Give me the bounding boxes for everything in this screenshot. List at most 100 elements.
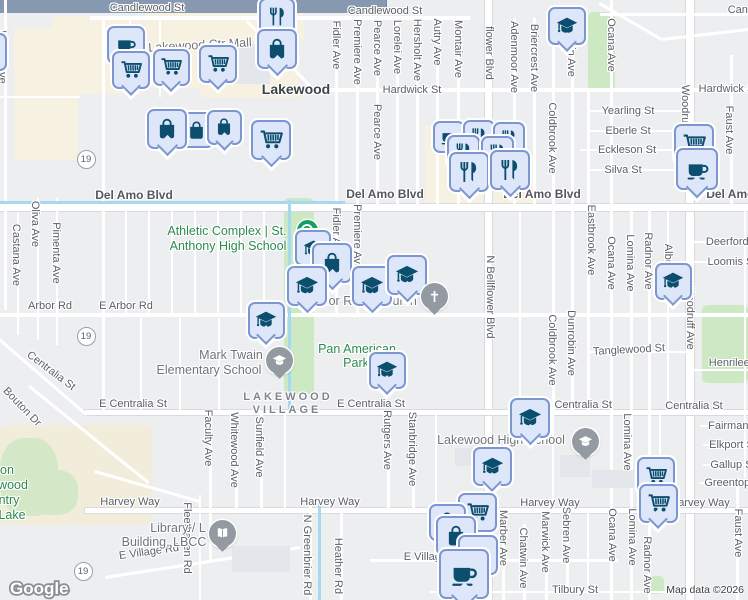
road-segment	[386, 412, 390, 512]
cup-icon	[448, 558, 480, 590]
cap-marker[interactable]	[247, 301, 285, 346]
cup-marker[interactable]	[439, 549, 489, 600]
cart-marker[interactable]	[638, 483, 678, 530]
road-segment	[308, 503, 312, 600]
building-footprint	[232, 546, 290, 572]
school-place-marker[interactable]	[265, 346, 293, 379]
place-label[interactable]: Lake	[0, 508, 26, 522]
place-label[interactable]: on	[0, 463, 14, 477]
road-segment	[3, 0, 7, 310]
place-label[interactable]: Library / L	[150, 521, 206, 535]
route-19-shield: 19	[76, 326, 96, 346]
street-label: Faust Ave	[723, 105, 735, 155]
road-segment	[609, 0, 613, 600]
street-label: Yearling St	[601, 105, 655, 117]
cart-icon	[646, 491, 671, 516]
road-segment	[16, 212, 20, 335]
road-segment	[375, 18, 379, 207]
cart-marker[interactable]	[199, 45, 237, 90]
place-label[interactable]: wood	[0, 478, 28, 492]
map-attribution: Map data ©2026	[666, 584, 744, 596]
place-label[interactable]: Anthony High School	[169, 239, 287, 253]
church-place-marker[interactable]	[420, 282, 448, 315]
bag-marker[interactable]	[257, 29, 297, 77]
cap-marker[interactable]	[387, 255, 427, 303]
road-segment	[586, 90, 590, 412]
place-label[interactable]: Lakewood	[261, 81, 331, 97]
google-logo[interactable]: Google	[6, 576, 86, 600]
road-segment	[703, 443, 748, 447]
cap-marker[interactable]	[352, 266, 392, 314]
place-label[interactable]: Elementary School	[156, 363, 262, 377]
cart-marker[interactable]	[112, 51, 150, 96]
place-label[interactable]: LAKEWOOD	[243, 391, 333, 403]
bag-marker[interactable]	[147, 109, 187, 157]
road-segment	[334, 18, 338, 315]
road-segment	[647, 207, 651, 600]
street-label: Elkport St	[709, 439, 748, 451]
cart-marker[interactable]	[251, 120, 291, 168]
road-segment	[147, 210, 151, 315]
street-label: Radnor Ave	[641, 536, 653, 594]
road-segment	[735, 478, 739, 600]
cap-marker[interactable]	[548, 7, 586, 52]
road-segment	[283, 412, 287, 512]
cap-marker[interactable]	[472, 446, 512, 493]
street-label: Dunrobin Ave	[565, 310, 577, 376]
road-segment	[234, 412, 238, 512]
street-label: Harvey Way	[300, 496, 360, 508]
water-channel	[0, 201, 345, 204]
street-label: Henrilee St	[708, 357, 748, 369]
place-label[interactable]: VILLAGE	[252, 404, 322, 416]
library-place-marker[interactable]	[208, 519, 236, 552]
street-label: Adenmoor Ave	[508, 21, 520, 93]
restaurant-marker[interactable]	[490, 150, 530, 198]
street-label: Centralia St	[665, 400, 723, 412]
place-label[interactable]: Building, LBCC	[121, 535, 207, 549]
building-footprint	[592, 470, 634, 488]
place-label[interactable]: Athletic Complex | St.	[167, 224, 287, 238]
cap-marker[interactable]	[510, 398, 550, 446]
road-segment	[193, 210, 197, 315]
place-label[interactable]: Park	[343, 356, 369, 370]
road-segment	[532, 18, 536, 207]
street-label: Del Amo Blvd	[503, 187, 581, 201]
street-label: Premiere Ave	[351, 204, 363, 270]
road-segment	[434, 412, 438, 512]
street-label: Oliva Ave	[29, 200, 41, 248]
cup-marker[interactable]	[676, 148, 718, 199]
place-label[interactable]: Mark Twain	[199, 348, 263, 362]
bag-icon	[213, 116, 235, 138]
road-segment	[456, 18, 460, 207]
street-label: Ocana Ave	[605, 18, 617, 72]
cap-marker[interactable]	[287, 266, 327, 314]
road-segment	[600, 12, 748, 16]
road-segment	[208, 412, 212, 562]
restaurant-marker[interactable]	[449, 152, 489, 200]
street-label: Hardwick St	[698, 83, 748, 95]
road-segment	[339, 510, 343, 600]
place-label[interactable]: ntry	[0, 493, 20, 507]
school-place-marker[interactable]	[571, 427, 599, 460]
road-segment	[743, 207, 747, 478]
route-19-shield: 19	[73, 561, 93, 581]
route-19-shield: 19	[76, 149, 96, 169]
road-segment	[395, 18, 399, 207]
road-segment	[411, 412, 415, 512]
cart-marker[interactable]	[0, 33, 7, 71]
street-label: Sunfield Ave	[253, 416, 265, 478]
cart-marker[interactable]	[152, 48, 190, 93]
street-label: Hersholt Ave	[411, 18, 423, 82]
street-label: Del Amo Blvd	[346, 187, 424, 201]
road-segment	[588, 168, 680, 172]
road-segment	[55, 198, 59, 345]
cap-marker[interactable]	[368, 351, 406, 396]
road-segment	[570, 18, 574, 412]
cap-icon	[394, 262, 420, 288]
cap-marker[interactable]	[654, 262, 692, 307]
restaurant-marker[interactable]	[259, 0, 295, 34]
bag-marker[interactable]	[206, 109, 242, 151]
road-segment	[629, 207, 633, 600]
street-label: E Centralia St	[544, 399, 612, 411]
